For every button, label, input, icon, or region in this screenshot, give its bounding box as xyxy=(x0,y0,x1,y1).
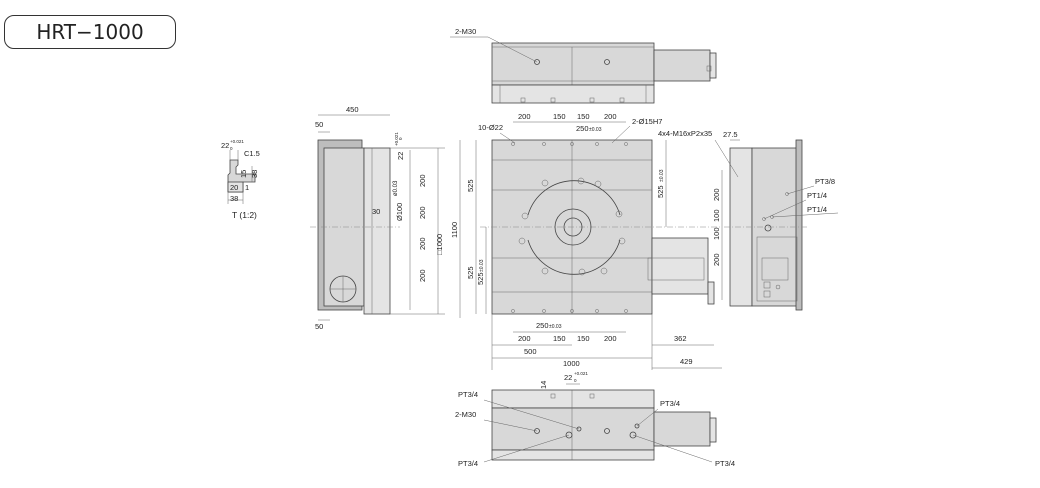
bottom-pt34-br: PT3/4 xyxy=(715,459,735,468)
bottom-view: 14 22 +0.021 0 PT3/4 2-M30 PT3/4 PT3/4 P… xyxy=(455,371,735,468)
front-d150-br: 150 xyxy=(577,334,590,343)
front-tol-525-bl: ±0.03 xyxy=(479,259,485,272)
front-d200-r: 200 xyxy=(604,112,617,121)
side-sq1000: □1000 xyxy=(435,234,444,255)
side-d450: 450 xyxy=(346,105,359,114)
side-d100: Ø100 xyxy=(395,203,404,221)
front-view: 200 150 150 200 10-Ø22 250 ±0.03 2-Ø15H7… xyxy=(466,112,722,370)
front-holes xyxy=(511,142,628,313)
detail-chamfer: C1.5 xyxy=(244,149,260,158)
front-d525-tl: 525 xyxy=(466,179,475,192)
bottom-pt34-bl: PT3/4 xyxy=(458,459,478,468)
side-d50-bot: 50 xyxy=(315,322,323,331)
detail-t-section: 22 +0.021 0 C1.5 15 38 20 1 38 T (1:2) xyxy=(221,139,260,220)
front-tol-525-tr: ±0.03 xyxy=(659,169,665,182)
right-d200a: 200 xyxy=(712,188,721,201)
front-d525-bl2: 525 xyxy=(476,272,485,285)
detail-caption: T (1:2) xyxy=(232,210,257,220)
detail-d38b: 38 xyxy=(230,194,238,203)
front-d200-bl: 200 xyxy=(518,334,531,343)
side-d200b: 200 xyxy=(418,206,427,219)
detail-tol-width: 22 xyxy=(221,141,229,150)
front-d525-tr: 525 xyxy=(656,185,665,198)
side-d003: ø0.03 xyxy=(393,180,399,196)
right-d27-5: 27.5 xyxy=(723,130,738,139)
front-d150-r: 150 xyxy=(577,112,590,121)
right-pt14a: PT1/4 xyxy=(807,191,827,200)
top-view: 2-M30 xyxy=(450,27,717,104)
front-d200-br: 200 xyxy=(604,334,617,343)
front-d362: 362 xyxy=(674,334,687,343)
side-d22: 22 xyxy=(396,152,405,160)
side-d200a: 200 xyxy=(418,174,427,187)
side-d200c: 200 xyxy=(418,237,427,250)
right-d100a: 100 xyxy=(712,209,721,222)
bottom-tol-low: 0 xyxy=(574,378,577,383)
bottom-d14: 14 xyxy=(539,381,548,389)
front-d250-top: 250 xyxy=(576,124,589,133)
front-d250-bot: 250 xyxy=(536,321,549,330)
front-d150-bl: 150 xyxy=(553,334,566,343)
front-d429: 429 xyxy=(680,357,693,366)
side-tol-up: +0.021 xyxy=(394,132,399,146)
right-d200b: 200 xyxy=(712,253,721,266)
detail-d20: 20 xyxy=(230,183,238,192)
front-d150-l: 150 xyxy=(553,112,566,121)
detail-d15: 15 xyxy=(239,170,248,178)
model-title: HRT−1000 xyxy=(4,15,176,49)
detail-tol-low: 0 xyxy=(230,146,233,151)
detail-tol-up: +0.021 xyxy=(230,139,244,144)
side-d200d: 200 xyxy=(418,269,427,282)
side-d30: 30 xyxy=(372,207,380,216)
bottom-d22: 22 xyxy=(564,373,572,382)
side-d1100: 1100 xyxy=(450,222,459,238)
right-view: 4x4-M16xP2x35 27.5 PT3/8 PT1/4 PT1/4 200… xyxy=(658,129,839,311)
side-view: 450 50 50 22 +0.021 0 30 200 200 200 200… xyxy=(310,105,461,331)
bottom-m30: 2-M30 xyxy=(455,410,476,419)
bottom-tol-up: +0.021 xyxy=(574,371,588,376)
side-tol-low: 0 xyxy=(398,137,403,140)
right-pt14b: PT1/4 xyxy=(807,205,827,214)
front-d1000: 1000 xyxy=(563,359,580,368)
detail-d38a: 38 xyxy=(250,170,259,178)
detail-d1: 1 xyxy=(245,183,249,192)
front-holes-label: 10-Ø22 xyxy=(478,123,503,132)
right-pt38: PT3/8 xyxy=(815,177,835,186)
side-d50-top: 50 xyxy=(315,120,323,129)
front-d500: 500 xyxy=(524,347,537,356)
top-label-m30: 2-M30 xyxy=(455,27,476,36)
right-d100b: 100 xyxy=(712,227,721,240)
bottom-pt34-tl: PT3/4 xyxy=(458,390,478,399)
front-d525-bl: 525 xyxy=(466,266,475,279)
front-tol-250-bot: ±0.03 xyxy=(549,324,562,330)
bottom-pt34-tr: PT3/4 xyxy=(660,399,680,408)
right-thread: 4x4-M16xP2x35 xyxy=(658,129,712,138)
front-tol-250-top: ±0.03 xyxy=(589,127,602,133)
front-d200-l: 200 xyxy=(518,112,531,121)
front-d15h7: 2-Ø15H7 xyxy=(632,117,662,126)
